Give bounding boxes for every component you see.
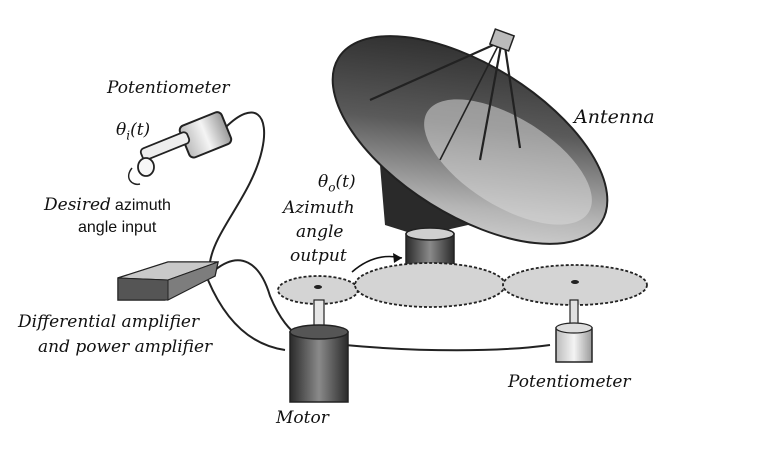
theta-o-argument: (t) — [335, 172, 356, 192]
theta-o-symbol: θ — [318, 172, 329, 192]
wires — [207, 111, 551, 352]
theta-o-subscript: o — [328, 180, 336, 195]
desired-azimuth-label: Desired azimuth — [44, 195, 171, 215]
gears — [277, 262, 648, 308]
theta-i-label: θi(t) — [116, 120, 150, 142]
input-potentiometer — [128, 111, 233, 186]
rotation-arrow-icon — [128, 167, 141, 186]
input-potentiometer-label: Potentiometer — [107, 78, 230, 98]
theta-i-subscript: i — [126, 128, 131, 143]
desired-word: Desired — [44, 195, 111, 215]
output-output-label: output — [290, 246, 347, 266]
motor — [289, 299, 349, 403]
theta-i-argument: (t) — [130, 120, 151, 140]
right-gear — [502, 264, 648, 306]
amplifier-label-line-2: and power amplifier — [38, 337, 213, 357]
theta-o-label: θo(t) — [318, 172, 356, 194]
angle-input-label: angle input — [78, 219, 157, 236]
wire-motor-to-bottom-pot — [344, 344, 551, 352]
large-gear — [354, 262, 506, 308]
motor-label: Motor — [276, 408, 329, 428]
wire-amp-to-gear — [214, 259, 301, 339]
amplifier-label-line-1: Differential amplifier — [18, 312, 200, 332]
wire-amp-to-motor — [207, 279, 286, 351]
antenna-label: Antenna — [574, 106, 655, 128]
output-potentiometer — [555, 299, 593, 363]
azimuth-output-label: Azimuth — [283, 198, 355, 218]
angle-output-label: angle — [296, 222, 344, 242]
azimuth-word: azimuth — [114, 197, 171, 214]
theta-i-symbol: θ — [116, 120, 127, 140]
wire-pot-to-amp — [209, 111, 266, 263]
output-potentiometer-label: Potentiometer — [508, 372, 631, 392]
amplifier-box — [117, 261, 219, 301]
antenna-dish — [331, 28, 609, 245]
